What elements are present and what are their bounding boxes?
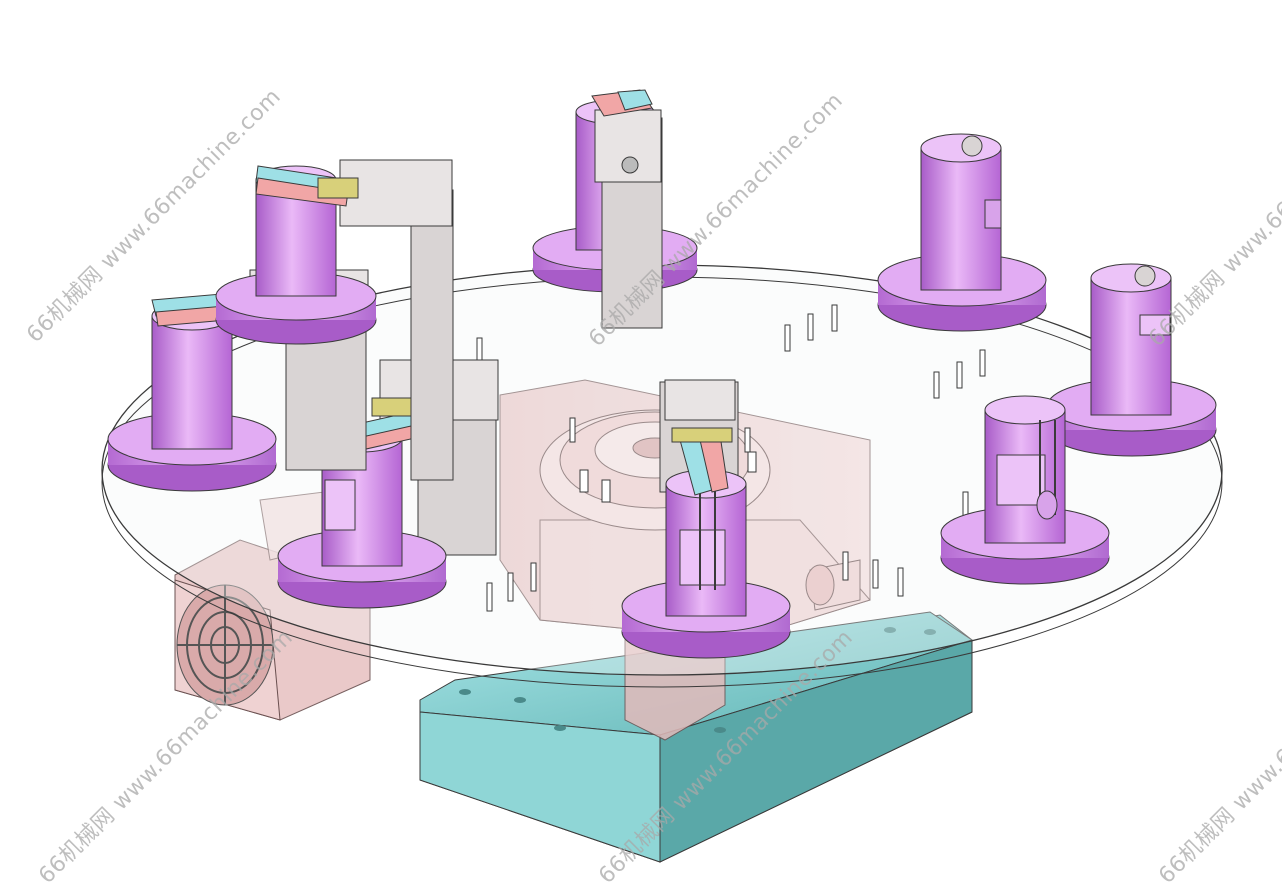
station-3 (1047, 263, 1217, 457)
station-1 (532, 89, 698, 329)
rotary-indexing-table-drawing (101, 89, 1223, 863)
station-8 (215, 159, 454, 481)
station-5 (621, 379, 791, 659)
station-2 (877, 133, 1047, 332)
station-4 (940, 395, 1110, 585)
locating-pins (476, 304, 986, 612)
